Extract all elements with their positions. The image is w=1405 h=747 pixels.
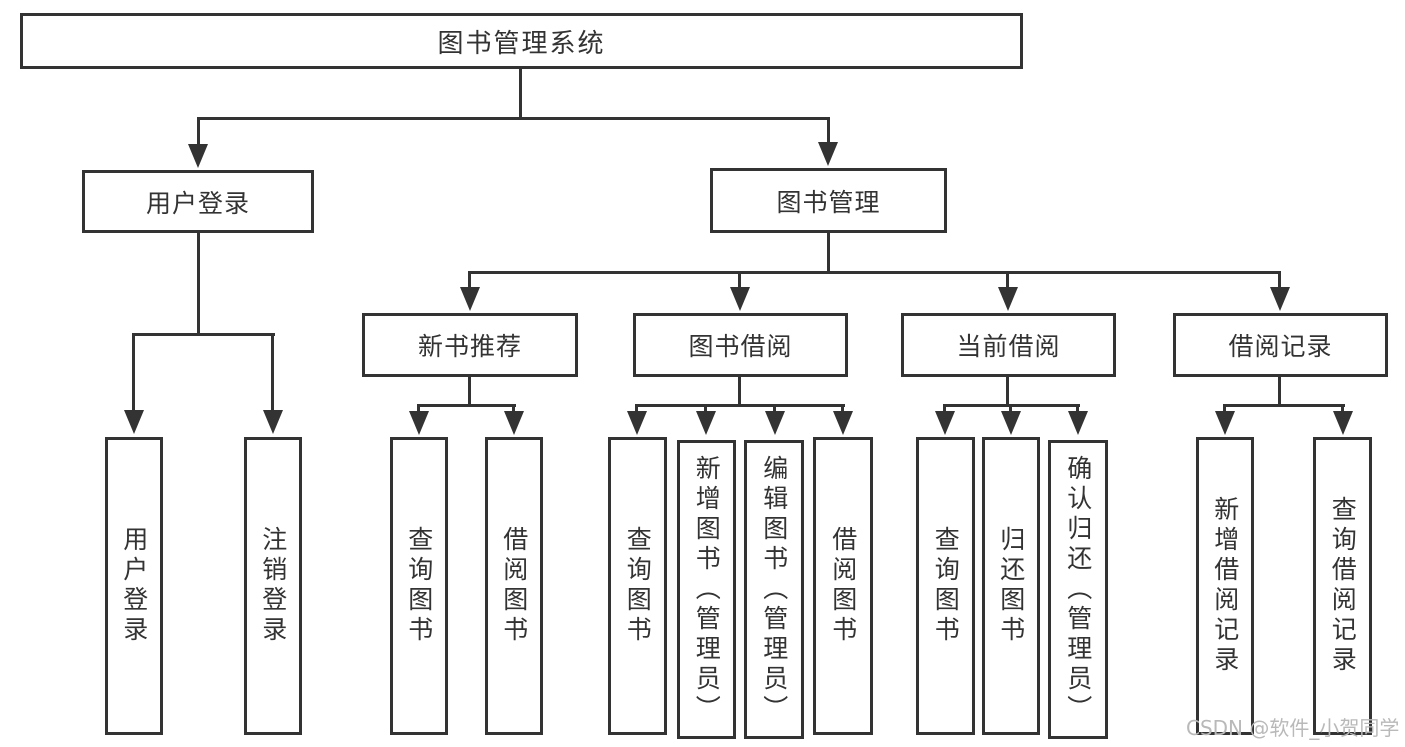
- node-book-borrow-label: 图书借阅: [688, 332, 793, 361]
- arrowhead-icon: [124, 410, 144, 434]
- connector-group-bar: [417, 404, 516, 407]
- connector-drop-group: [738, 271, 741, 289]
- leaf-add-books-admin: 新增图书（管理员）: [677, 440, 736, 739]
- leaf-label: 借阅图书: [499, 526, 529, 646]
- connector-group-stem: [468, 376, 471, 406]
- node-new-book-recommend: 新书推荐: [362, 313, 578, 377]
- arrowhead-icon: [1215, 411, 1235, 435]
- node-root-label: 图书管理系统: [437, 28, 606, 59]
- leaf-query-books-current: 查询图书: [916, 437, 975, 735]
- leaf-label: 注销登录: [258, 526, 288, 646]
- connector-root-stem: [519, 67, 522, 119]
- arrowhead-icon: [696, 411, 716, 435]
- leaf-user-login: 用户登录: [105, 437, 163, 735]
- connector-drop-leaf: [271, 333, 274, 412]
- connector-drop-leaf: [841, 404, 844, 413]
- leaf-confirm-return-admin: 确认归还（管理员）: [1048, 440, 1108, 739]
- arrowhead-icon: [833, 411, 853, 435]
- arrowhead-icon: [998, 287, 1018, 311]
- leaf-edit-books-admin: 编辑图书（管理员）: [744, 440, 804, 739]
- node-new-book-recommend-label: 新书推荐: [417, 332, 522, 361]
- leaf-label: 编辑图书（管理员）: [759, 454, 789, 725]
- arrowhead-icon: [263, 410, 283, 434]
- connector-drop-group: [1006, 271, 1009, 289]
- leaf-label: 查询图书: [931, 526, 961, 646]
- connector-drop-leaf: [635, 404, 638, 413]
- arrowhead-icon: [1333, 411, 1353, 435]
- arrowhead-icon: [188, 144, 208, 168]
- leaf-label: 确认归还（管理员）: [1063, 454, 1093, 725]
- leaf-logout: 注销登录: [244, 437, 302, 735]
- leaf-label: 新增图书（管理员）: [692, 454, 722, 725]
- arrowhead-icon: [935, 411, 955, 435]
- connector-drop-leaf: [132, 333, 135, 412]
- connector-drop-leaf: [1341, 404, 1344, 413]
- connector-mgmt-stem: [827, 232, 830, 273]
- leaf-label: 用户登录: [119, 526, 149, 646]
- connector-drop-leaf: [773, 404, 776, 413]
- arrowhead-icon: [1270, 287, 1290, 311]
- arrowhead-icon: [818, 142, 838, 166]
- leaf-query-books-borrow: 查询图书: [608, 437, 667, 735]
- node-root: 图书管理系统: [20, 13, 1023, 69]
- leaf-return-books: 归还图书: [982, 437, 1040, 735]
- csdn-watermark: CSDN @软件_小贺同学: [1186, 716, 1400, 740]
- connector-drop-leaf: [417, 404, 420, 413]
- connector-group-stem: [1278, 376, 1281, 406]
- connector-drop-leaf: [704, 404, 707, 413]
- leaf-borrow-books-recommend: 借阅图书: [485, 437, 543, 735]
- connector-drop-leaf: [1076, 404, 1079, 413]
- connector-group-bar: [1223, 404, 1345, 407]
- connector-group-bar: [944, 404, 1080, 407]
- node-borrow-records-label: 借阅记录: [1228, 332, 1333, 361]
- connector-drop-leaf: [1009, 404, 1012, 413]
- arrowhead-icon: [765, 411, 785, 435]
- leaf-label: 借阅图书: [828, 526, 858, 646]
- arrowhead-icon: [730, 287, 750, 311]
- arrowhead-icon: [460, 287, 480, 311]
- leaf-label: 新增借阅记录: [1210, 496, 1240, 676]
- connector-drop-mgmt: [827, 117, 830, 146]
- connector-drop-leaf: [1223, 404, 1226, 413]
- connector-root-bar: [197, 117, 830, 120]
- connector-login-bar: [132, 333, 275, 336]
- connector-login-stem: [197, 232, 200, 335]
- arrowhead-icon: [1068, 411, 1088, 435]
- connector-drop-login: [197, 117, 200, 148]
- node-book-management: 图书管理: [710, 168, 947, 233]
- node-user-login-label: 用户登录: [145, 188, 250, 218]
- arrowhead-icon: [504, 411, 524, 435]
- node-book-management-label: 图书管理: [776, 187, 881, 217]
- connector-drop-group: [1278, 271, 1281, 289]
- leaf-query-borrow-record: 查询借阅记录: [1313, 437, 1372, 735]
- leaf-add-borrow-record: 新增借阅记录: [1196, 437, 1254, 735]
- arrowhead-icon: [409, 411, 429, 435]
- arrowhead-icon: [1001, 411, 1021, 435]
- leaf-label: 查询图书: [404, 526, 434, 646]
- node-user-login: 用户登录: [82, 170, 314, 233]
- connector-drop-leaf: [512, 404, 515, 413]
- leaf-borrow-books: 借阅图书: [813, 437, 873, 735]
- leaf-query-books-recommend: 查询图书: [390, 437, 448, 735]
- connector-mgmt-bar: [468, 271, 1281, 274]
- connector-drop-leaf: [943, 404, 946, 413]
- node-current-borrow: 当前借阅: [901, 313, 1116, 377]
- connector-group-stem: [1006, 376, 1009, 406]
- connector-group-stem: [738, 376, 741, 406]
- leaf-label: 查询图书: [623, 526, 653, 646]
- node-borrow-records: 借阅记录: [1173, 313, 1388, 377]
- node-book-borrow: 图书借阅: [633, 313, 848, 377]
- arrowhead-icon: [627, 411, 647, 435]
- connector-group-bar: [635, 404, 845, 407]
- leaf-label: 查询借阅记录: [1328, 496, 1358, 676]
- connector-drop-group: [468, 271, 471, 289]
- node-current-borrow-label: 当前借阅: [956, 332, 1061, 361]
- leaf-label: 归还图书: [996, 526, 1026, 646]
